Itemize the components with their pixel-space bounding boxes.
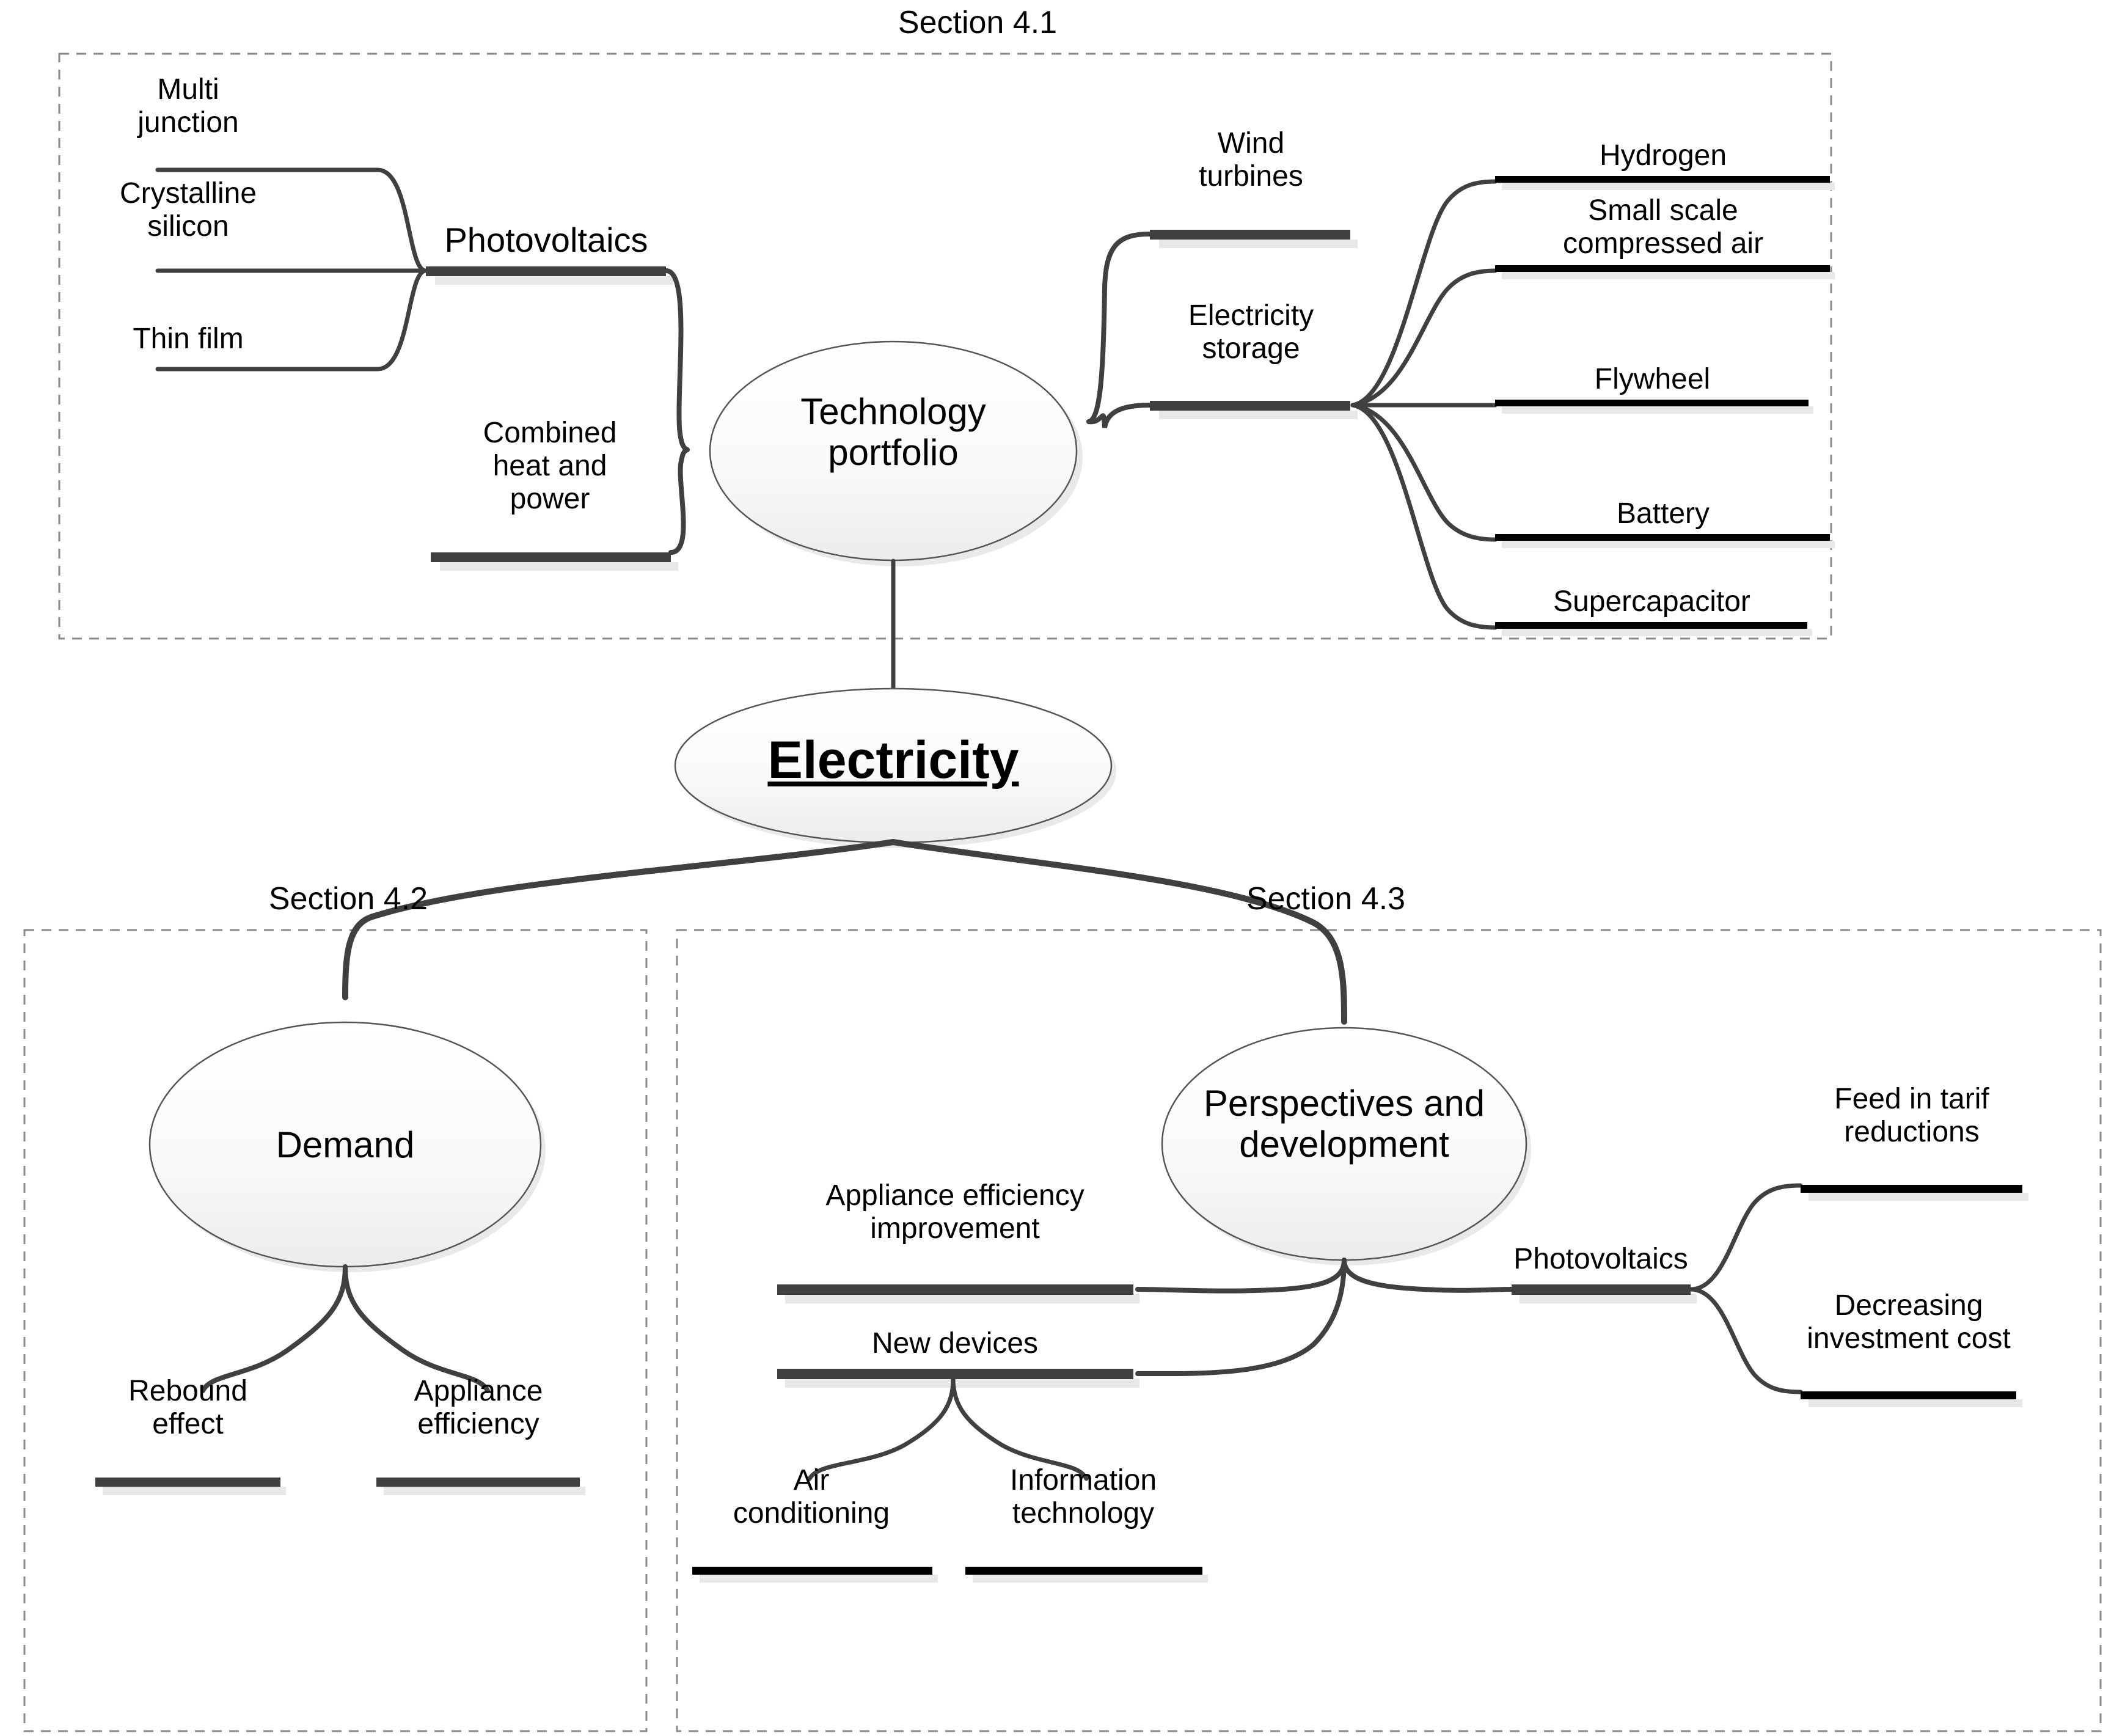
- node-demand: [148, 1021, 542, 1268]
- underline-group-demand-leaves: [95, 1478, 585, 1495]
- connector-group-tech-left: [664, 268, 690, 555]
- underline-flywheel: [1495, 400, 1809, 406]
- underline-air-conditioning: [692, 1567, 932, 1575]
- connector-portfolio-to-storage: [1086, 403, 1152, 428]
- underline-information-technology: [965, 1567, 1202, 1575]
- connector-battery: [1350, 403, 1498, 542]
- node-electricity: [674, 687, 1113, 844]
- connector-chp-to-portfolio: [668, 447, 690, 555]
- section-box-4-2: [23, 929, 648, 1732]
- connector-electricity-to-perspectives: [890, 839, 1347, 1025]
- connector-hydrogen: [1350, 179, 1498, 408]
- underline-new-devices: [777, 1369, 1133, 1379]
- connector-perspectives-to-pv: [1342, 1258, 1514, 1293]
- underline-shadow-photovoltaics: [435, 276, 673, 285]
- connector-electricity-to-demand: [342, 839, 896, 1000]
- underline-battery: [1495, 534, 1830, 541]
- connector-feed-in-tarif-reductions: [1688, 1183, 1803, 1292]
- underline-decreasing-investment-cost: [1801, 1391, 2016, 1399]
- underline-wind-turbines: [1150, 230, 1350, 240]
- underline-small-scale-compressed-air: [1495, 265, 1830, 272]
- underline-group-pv-perspectives-leaves: [1801, 1185, 2028, 1407]
- underline-hydrogen: [1495, 176, 1830, 183]
- underline-shadow-chp: [440, 562, 678, 571]
- connector-small-scale-compressed-air: [1350, 268, 1498, 408]
- connector-multi-junction: [155, 167, 428, 273]
- underline-appliance-efficiency-improvement: [777, 1284, 1133, 1295]
- connector-rebound-effect: [200, 1264, 348, 1393]
- connector-decreasing-investment-cost: [1688, 1287, 1803, 1394]
- connector-group-photovoltaics: [155, 167, 428, 372]
- underline-chp: [431, 552, 671, 562]
- underline-electricity-storage: [1150, 401, 1350, 411]
- connector-information-technology: [951, 1377, 1089, 1481]
- underline-feed-in-tarif-reductions: [1801, 1185, 2022, 1193]
- node-technology-portfolio: [709, 340, 1078, 562]
- connector-group-demand-leaves: [200, 1264, 490, 1393]
- underline-shadow-wind-turbines: [1159, 240, 1358, 248]
- underline-rebound-effect: [95, 1478, 280, 1487]
- underline-group-storage-leaves: [1495, 176, 1835, 636]
- underline-shadow-electricity-storage: [1159, 411, 1358, 419]
- connector-group-root-children: [342, 839, 1347, 1025]
- connector-group-perspectives-left: [1135, 1258, 1347, 1377]
- connector-group-tech-right: [1086, 232, 1152, 428]
- connector-portfolio-to-wind: [1086, 232, 1152, 424]
- connector-photovoltaics-to-portfolio: [664, 268, 690, 452]
- connector-group-storage-leaves: [1350, 179, 1498, 630]
- connector-appliance-efficiency-improvement: [1135, 1258, 1347, 1294]
- underline-photovoltaics: [426, 266, 666, 276]
- underline-supercapacitor: [1495, 622, 1807, 629]
- underline-group-new-devices-leaves: [692, 1567, 1208, 1583]
- connector-air-conditioning: [807, 1377, 956, 1481]
- underline-pv-perspectives: [1512, 1284, 1691, 1295]
- connector-group-pv-perspectives-leaves: [1688, 1183, 1803, 1394]
- connector-thin-film: [155, 268, 428, 372]
- connector-new-devices: [1135, 1258, 1347, 1377]
- node-perspectives: [1161, 1027, 1527, 1261]
- connector-group-new-devices-leaves: [807, 1377, 1089, 1481]
- underline-appliance-efficiency: [376, 1478, 580, 1487]
- connector-supercapacitor: [1350, 403, 1498, 630]
- section-box-4-1: [58, 53, 1832, 640]
- connector-appliance-efficiency: [343, 1264, 490, 1393]
